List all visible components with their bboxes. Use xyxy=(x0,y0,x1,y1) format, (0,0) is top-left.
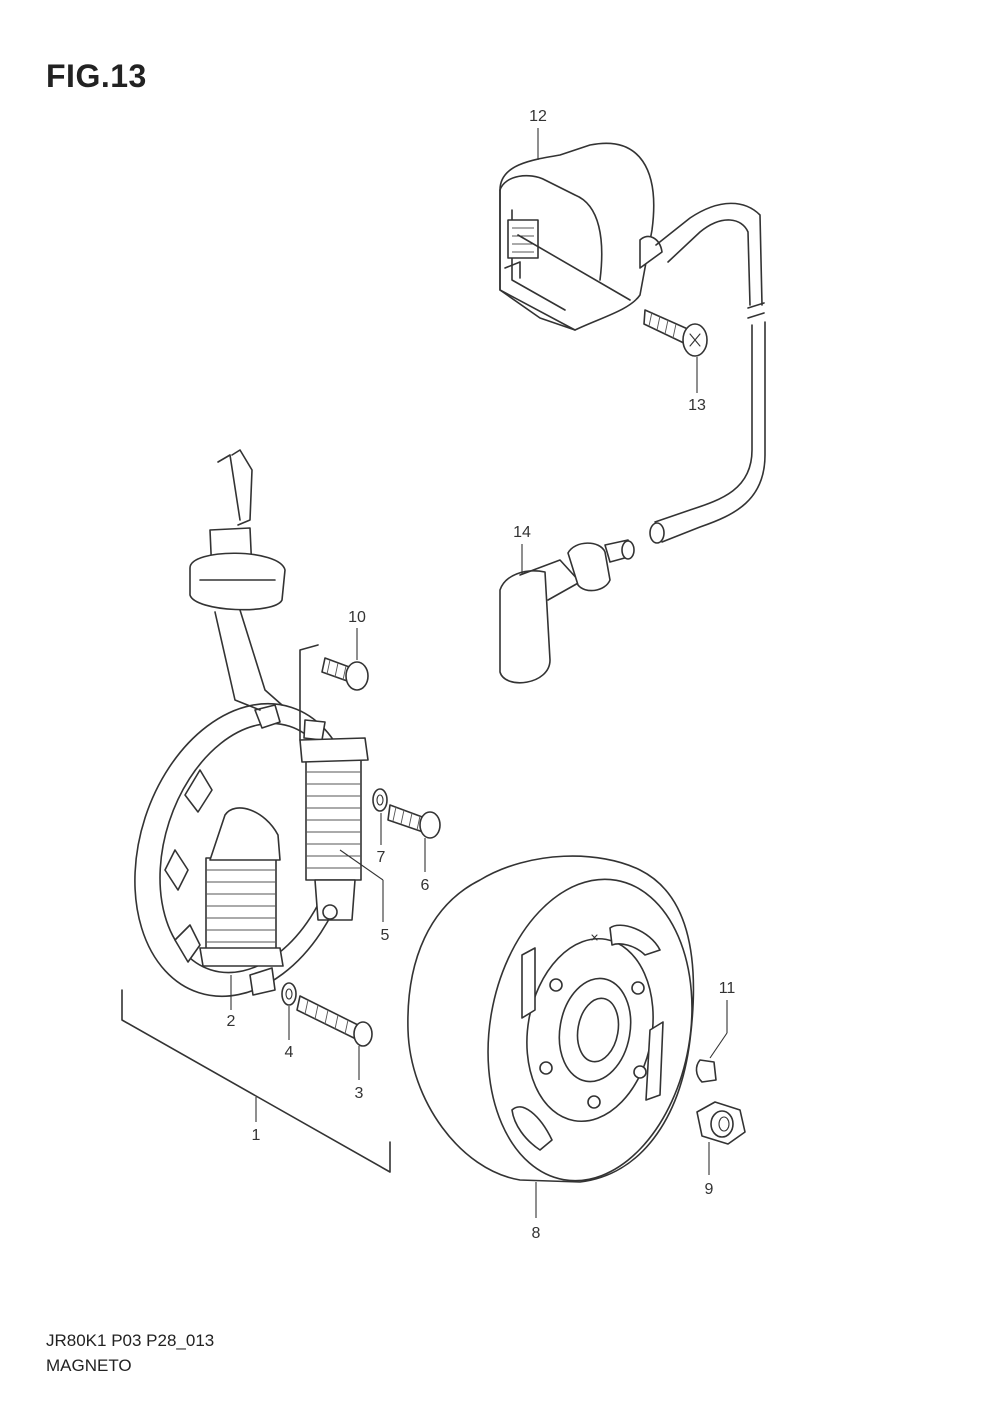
callout-8: 8 xyxy=(532,1225,541,1242)
coil-mounting-screw xyxy=(643,309,708,357)
callout-12: 12 xyxy=(529,108,547,125)
callout-4: 4 xyxy=(285,1044,294,1061)
callout-1: 1 xyxy=(252,1127,261,1144)
ignition-coil xyxy=(499,142,765,331)
flywheel-rotor xyxy=(407,855,695,1183)
screw-6 xyxy=(387,804,441,839)
washer-4 xyxy=(281,982,297,1006)
washer-7 xyxy=(372,788,388,812)
screw-3 xyxy=(296,995,373,1047)
figure-name: MAGNETO xyxy=(46,1356,132,1375)
assembly-bracket xyxy=(121,989,391,1173)
stator-screw-10 xyxy=(321,657,369,691)
charging-coil xyxy=(299,644,369,921)
callout-10: 10 xyxy=(348,609,366,626)
spark-plug-cap xyxy=(499,539,635,684)
woodruff-key xyxy=(695,1059,717,1083)
callout-2: 2 xyxy=(227,1013,236,1030)
callout-5: 5 xyxy=(381,927,390,944)
callout-6: 6 xyxy=(421,877,430,894)
stator-wire-harness xyxy=(189,449,286,711)
figure-title: FIG.13 xyxy=(46,58,147,94)
high-tension-cable xyxy=(649,321,766,544)
callout-7: 7 xyxy=(377,849,386,866)
figure-code: JR80K1 P03 P28_013 xyxy=(46,1331,215,1350)
stator-ignition-coil xyxy=(199,807,284,996)
callout-9: 9 xyxy=(705,1181,714,1198)
callout-13: 13 xyxy=(688,397,706,414)
flywheel-nut xyxy=(696,1101,746,1145)
callout-3: 3 xyxy=(355,1085,364,1102)
callout-14: 14 xyxy=(513,524,531,541)
callout-11: 11 xyxy=(719,980,736,997)
